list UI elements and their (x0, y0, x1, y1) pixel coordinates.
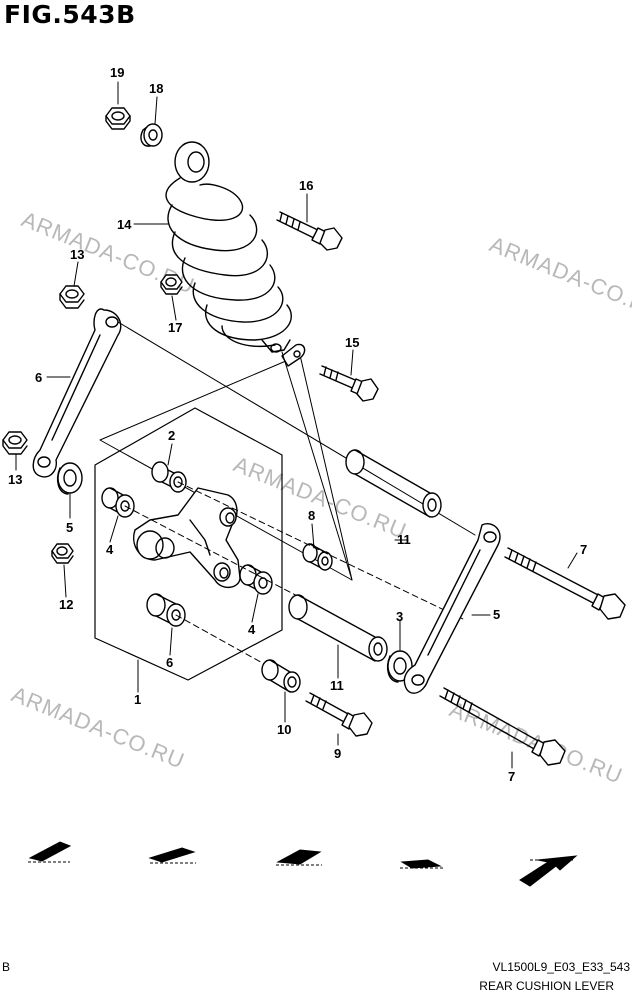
bolt-16 (276, 211, 343, 251)
callout-9: 9 (334, 746, 341, 761)
callout-8: 8 (308, 508, 315, 523)
callout-19: 19 (110, 65, 124, 80)
washer-5-left (56, 462, 83, 495)
watermark: ARMADA-CO.RU (486, 231, 632, 323)
callout-6: 5 (493, 607, 500, 622)
callout-4: 4 (106, 542, 114, 557)
callout-7: 7 (580, 542, 587, 557)
arrow-icon (400, 859, 444, 869)
sleeve-11-top (345, 449, 442, 518)
callout-12: 12 (59, 597, 73, 612)
callout-11: 11 (397, 532, 411, 547)
watermark: ARMADA-CO.RU (230, 451, 410, 543)
figure-code: VL1500L9_E03_E33_543 (492, 960, 630, 974)
callout-leaders (15, 81, 578, 769)
spacer-8 (302, 543, 333, 571)
bearing-3 (146, 593, 186, 627)
callout-14: 14 (117, 217, 132, 232)
callout-10: 10 (277, 722, 291, 737)
cushion-lever (133, 487, 241, 588)
callout-4: 4 (248, 622, 256, 637)
arrow-icon (519, 855, 578, 887)
bolt-15 (319, 365, 379, 402)
bolt-9 (305, 692, 373, 737)
bearing-2 (151, 461, 187, 493)
callout-13: 13 (8, 472, 22, 487)
bearing-4-left (101, 487, 135, 518)
washer-18 (140, 123, 163, 147)
bolt-7-bottom (439, 687, 566, 766)
callout-2: 2 (168, 428, 175, 443)
callout-17: 17 (168, 320, 182, 335)
bearing-4-right (239, 564, 273, 595)
nut-17 (160, 274, 183, 295)
shock-absorber (165, 141, 306, 367)
bolt-7-top (504, 547, 626, 620)
nut-12 (51, 543, 74, 564)
figure-caption: REAR CUSHION LEVER (479, 979, 614, 993)
axis-line (175, 614, 276, 671)
callout-1: 1 (134, 692, 141, 707)
nut-13-left (2, 431, 28, 455)
callout-11: 11 (330, 678, 344, 693)
callout-5: 3 (396, 609, 403, 624)
arrow-icon (276, 849, 322, 866)
footer-left: B (2, 960, 11, 974)
leader-line (281, 351, 353, 581)
figure-title: FIG.543B (4, 0, 136, 29)
callout-5: 5 (66, 520, 73, 535)
link-rod-right (403, 523, 501, 694)
arrow-icon (28, 841, 72, 863)
sleeve-11-bottom (288, 594, 388, 662)
watermark: ARMADA-CO.RU (8, 681, 188, 773)
callout-16: 16 (299, 178, 313, 193)
axis-line (177, 481, 466, 621)
callout-7: 7 (508, 769, 515, 784)
callout-18: 18 (149, 81, 163, 96)
leader-line (117, 321, 476, 536)
nut-19 (105, 107, 131, 130)
callout-6: 6 (35, 370, 42, 385)
nut-13-top (59, 285, 85, 309)
spacer-10 (261, 659, 301, 693)
arrow-icon (148, 847, 196, 864)
callout-13: 13 (70, 247, 84, 262)
callout-15: 15 (345, 335, 359, 350)
link-rod-left (32, 308, 122, 478)
callout-3: 6 (166, 655, 173, 670)
axis-line (124, 505, 306, 601)
lever-assembly-outline (94, 407, 283, 681)
